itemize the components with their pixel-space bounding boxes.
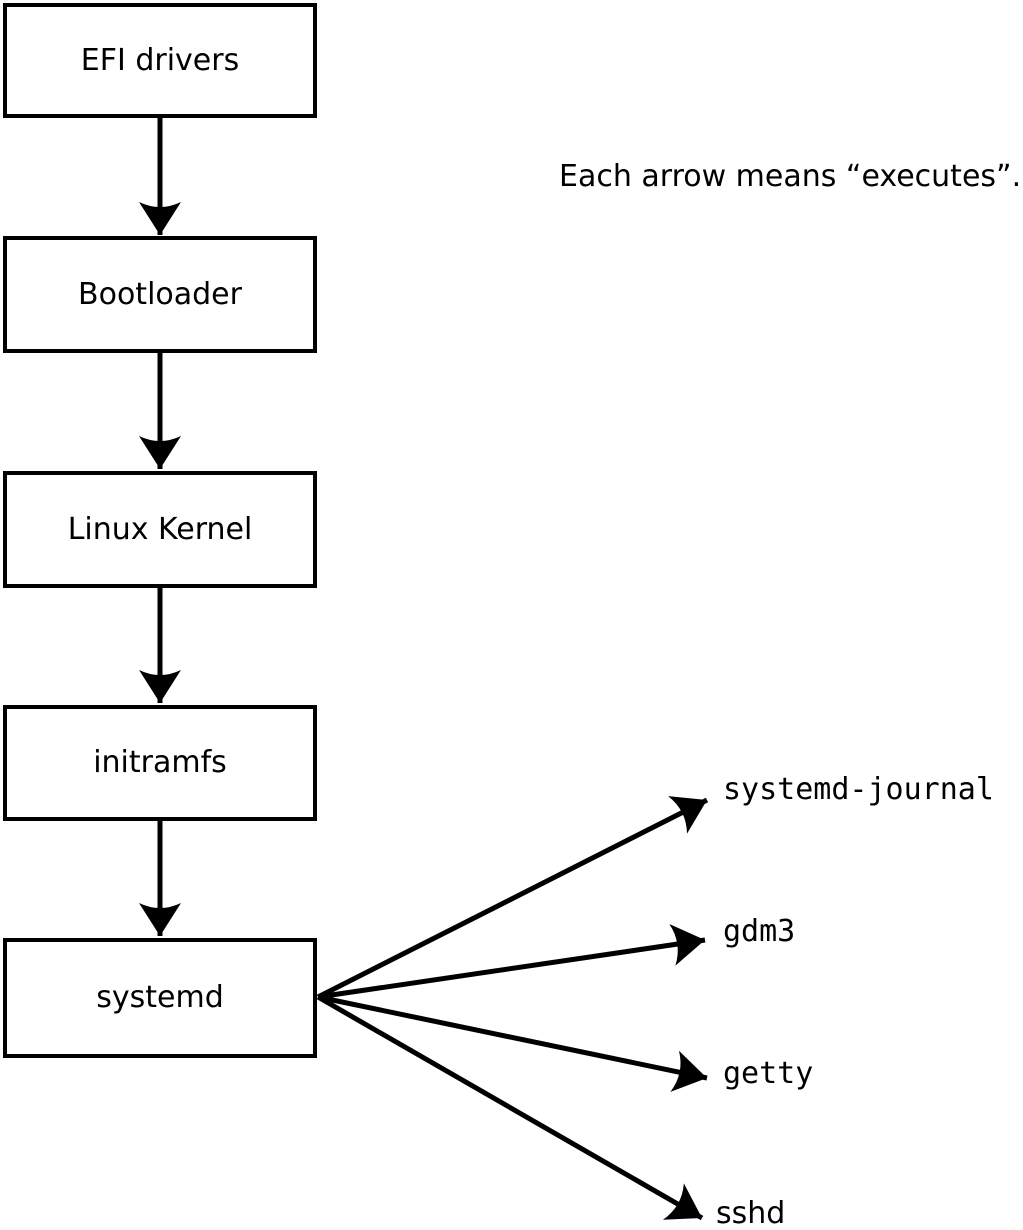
process-label-getty: getty — [723, 1056, 814, 1091]
process-label-gdm3: gdm3 — [723, 914, 796, 949]
arrow-systemd-to-getty — [317, 994, 708, 1092]
node-efi-drivers-label: EFI drivers — [80, 42, 240, 78]
process-label-sshd: sshd — [716, 1196, 786, 1230]
node-initramfs-label: initramfs — [93, 745, 227, 780]
node-bootloader: Bootloader — [3, 236, 317, 353]
arrow-systemd-to-sshd — [316, 994, 704, 1221]
arrow-systemd-to-gdm3 — [317, 924, 706, 1000]
node-linux-kernel-label: Linux Kernel — [67, 511, 253, 547]
process-label-systemd-journal: systemd-journal — [723, 772, 994, 807]
arrow-systemd-to-journal — [316, 796, 709, 1000]
node-initramfs: initramfs — [3, 705, 317, 821]
node-bootloader-label: Bootloader — [78, 276, 242, 312]
node-systemd: systemd — [3, 938, 317, 1058]
node-efi-drivers: EFI drivers — [3, 3, 317, 118]
legend-note: Each arrow means “executes”. — [559, 159, 1022, 194]
node-linux-kernel: Linux Kernel — [3, 471, 317, 588]
node-systemd-label: systemd — [96, 980, 224, 1015]
